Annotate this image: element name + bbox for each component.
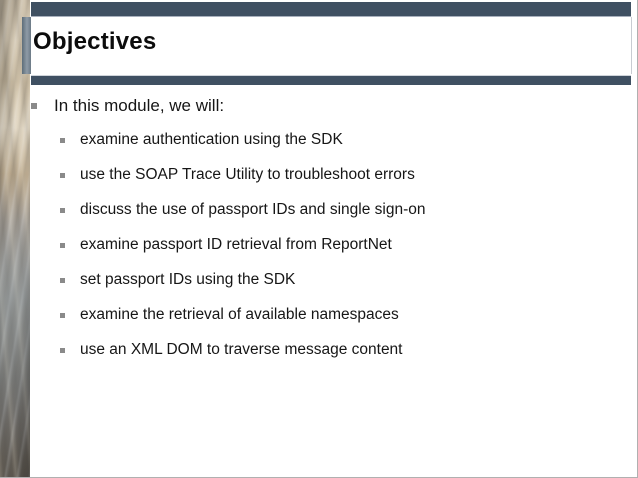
square-bullet-icon [60,278,65,283]
page-title: Objectives [33,28,157,55]
square-bullet-icon [60,313,65,318]
title-plate [22,17,632,74]
header-top-band [31,2,631,17]
list-item: examine authentication using the SDK [60,131,627,166]
square-bullet-icon [60,348,65,353]
list-item-label: examine authentication using the SDK [80,131,343,148]
list-item-label: discuss the use of passport IDs and sing… [80,201,426,218]
list-item: examine the retrieval of available names… [60,306,627,341]
square-bullet-icon [60,243,65,248]
list-item: use an XML DOM to traverse message conte… [60,341,627,376]
list-item: discuss the use of passport IDs and sing… [60,201,627,236]
square-bullet-icon [31,103,37,109]
list-item: In this module, we will: [31,96,627,131]
list-item: set passport IDs using the SDK [60,271,627,306]
slide-content: In this module, we will: examine authent… [31,96,627,376]
header-bottom-band [31,75,631,85]
list-item: use the SOAP Trace Utility to troublesho… [60,166,627,201]
square-bullet-icon [60,138,65,143]
list-item-label: use the SOAP Trace Utility to troublesho… [80,166,415,183]
list-item-label: examine passport ID retrieval from Repor… [80,236,392,253]
list-item-label: use an XML DOM to traverse message conte… [80,341,403,358]
list-item-label: set passport IDs using the SDK [80,271,296,288]
square-bullet-icon [60,173,65,178]
square-bullet-icon [60,208,65,213]
list-item-label: examine the retrieval of available names… [80,306,399,323]
list-item-label: In this module, we will: [54,96,225,115]
title-accent-bar [22,17,31,74]
list-item: examine passport ID retrieval from Repor… [60,236,627,271]
